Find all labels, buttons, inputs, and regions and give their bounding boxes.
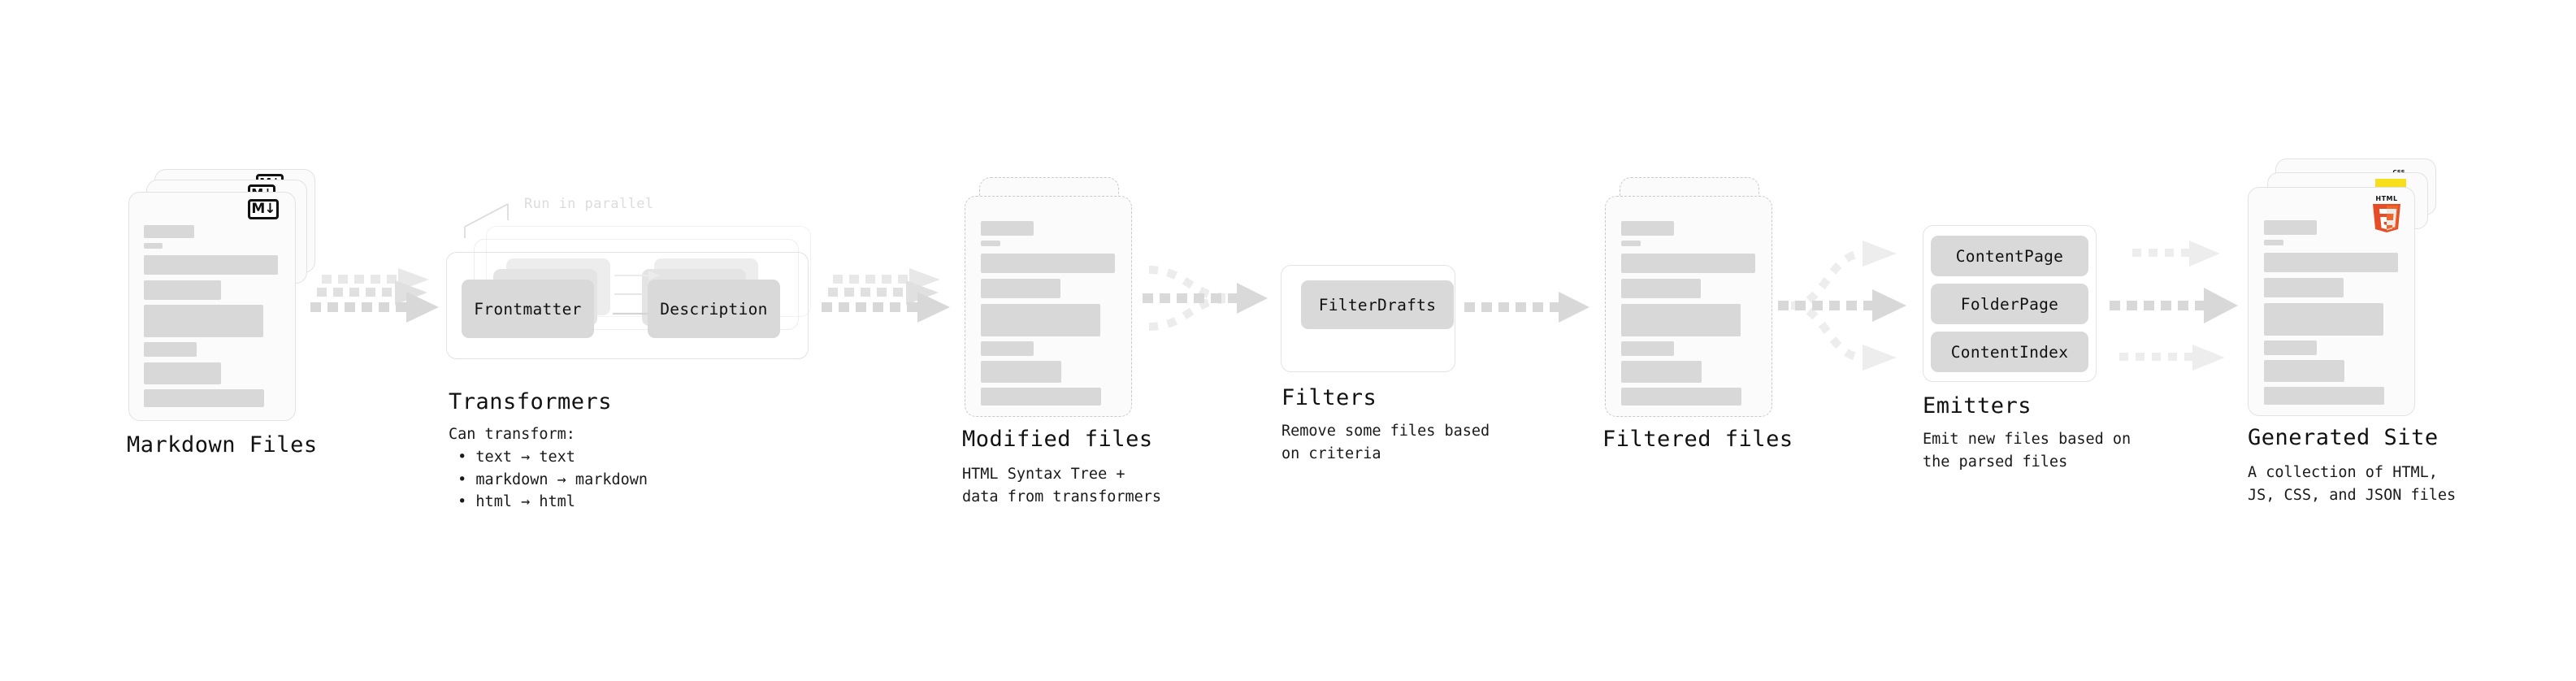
skeleton-line [2264, 240, 2283, 245]
emitter-pill-folderpage-label: FolderPage [1960, 294, 2059, 314]
skeleton-line [981, 361, 1061, 383]
skeleton-line [1621, 361, 1702, 383]
emitter-pill-contentpage[interactable]: ContentPage [1931, 236, 2088, 276]
skeleton-line [2264, 387, 2384, 405]
filtered-files-label: Filtered files [1602, 427, 1793, 452]
emitter-pill-contentindex-label: ContentIndex [1950, 342, 2069, 362]
emitters-desc: Emit new files based on the parsed files [1923, 431, 2131, 471]
skeleton-line [2264, 278, 2344, 297]
skeleton-line [1621, 388, 1741, 406]
skeleton-line [2264, 303, 2383, 336]
skeleton-line [1621, 341, 1674, 356]
skeleton-line [2264, 253, 2398, 272]
run-in-parallel-note: Run in parallel [524, 196, 654, 212]
skeleton-line [2264, 220, 2317, 235]
generated-site-label: Generated Site [2248, 425, 2439, 450]
skeleton-line [144, 362, 221, 384]
emitter-pill-folderpage[interactable]: FolderPage [1931, 284, 2088, 324]
connector-modified-to-filters [1143, 266, 1268, 331]
skeleton-line [144, 280, 221, 300]
skeleton-line [2264, 360, 2344, 382]
transformer-pill-description-label: Description [660, 299, 768, 319]
skeleton-line [1621, 254, 1755, 273]
modified-files-desc: HTML Syntax Tree + data from transformer… [962, 466, 1162, 505]
skeleton-line [981, 279, 1060, 298]
markdown-files-label: Markdown Files [127, 432, 318, 458]
emitter-pill-contentindex[interactable]: ContentIndex [1931, 332, 2088, 372]
transformer-pill-frontmatter[interactable]: Frontmatter [462, 280, 594, 338]
skeleton-line [981, 341, 1034, 356]
markdown-icon: M↓ [248, 199, 279, 219]
skeleton-line [981, 254, 1115, 273]
filter-pill-filterdrafts[interactable]: FilterDrafts [1301, 280, 1454, 329]
filters-label: Filters [1281, 385, 1377, 410]
connector-markdown-to-transformers [310, 268, 439, 323]
transformers-desc: Can transform: • text → text • markdown … [449, 426, 648, 511]
html5-icon: HTML [2370, 193, 2404, 232]
transformer-pill-frontmatter-label: Frontmatter [474, 299, 582, 319]
connector-filters-to-filtered [1464, 292, 1589, 323]
skeleton-line [144, 255, 278, 275]
skeleton-line [144, 243, 163, 249]
skeleton-line [144, 225, 194, 238]
modified-files-label: Modified files [962, 427, 1153, 452]
skeleton-line [144, 342, 197, 357]
transformers-label: Transformers [449, 389, 613, 414]
skeleton-line [1621, 304, 1741, 336]
markdown-icon-glyph: M↓ [251, 201, 275, 217]
emitters-label: Emitters [1923, 393, 2032, 419]
skeleton-line [981, 304, 1100, 336]
transformer-panel-front [446, 252, 809, 359]
filter-pill-filterdrafts-label: FilterDrafts [1318, 295, 1437, 314]
skeleton-line [981, 241, 1000, 246]
connector-transformers-to-modified [822, 268, 950, 323]
skeleton-line [981, 221, 1034, 236]
skeleton-line [1621, 279, 1701, 298]
filters-desc: Remove some files based on criteria [1281, 423, 1490, 462]
generated-site-desc: A collection of HTML, JS, CSS, and JSON … [2248, 464, 2457, 504]
skeleton-line [981, 388, 1101, 406]
skeleton-line [144, 389, 264, 407]
connector-filtered-to-emitters [1778, 241, 1906, 371]
skeleton-line [2264, 340, 2317, 355]
skeleton-line [1621, 241, 1641, 246]
skeleton-line [1621, 221, 1674, 236]
svg-text:HTML: HTML [2375, 195, 2397, 202]
connector-emitters-to-site [2110, 241, 2238, 371]
emitter-pill-contentpage-label: ContentPage [1955, 246, 2064, 266]
run-in-parallel-leader [464, 203, 509, 238]
skeleton-line [144, 305, 263, 337]
transformer-pill-description[interactable]: Description [648, 280, 780, 338]
